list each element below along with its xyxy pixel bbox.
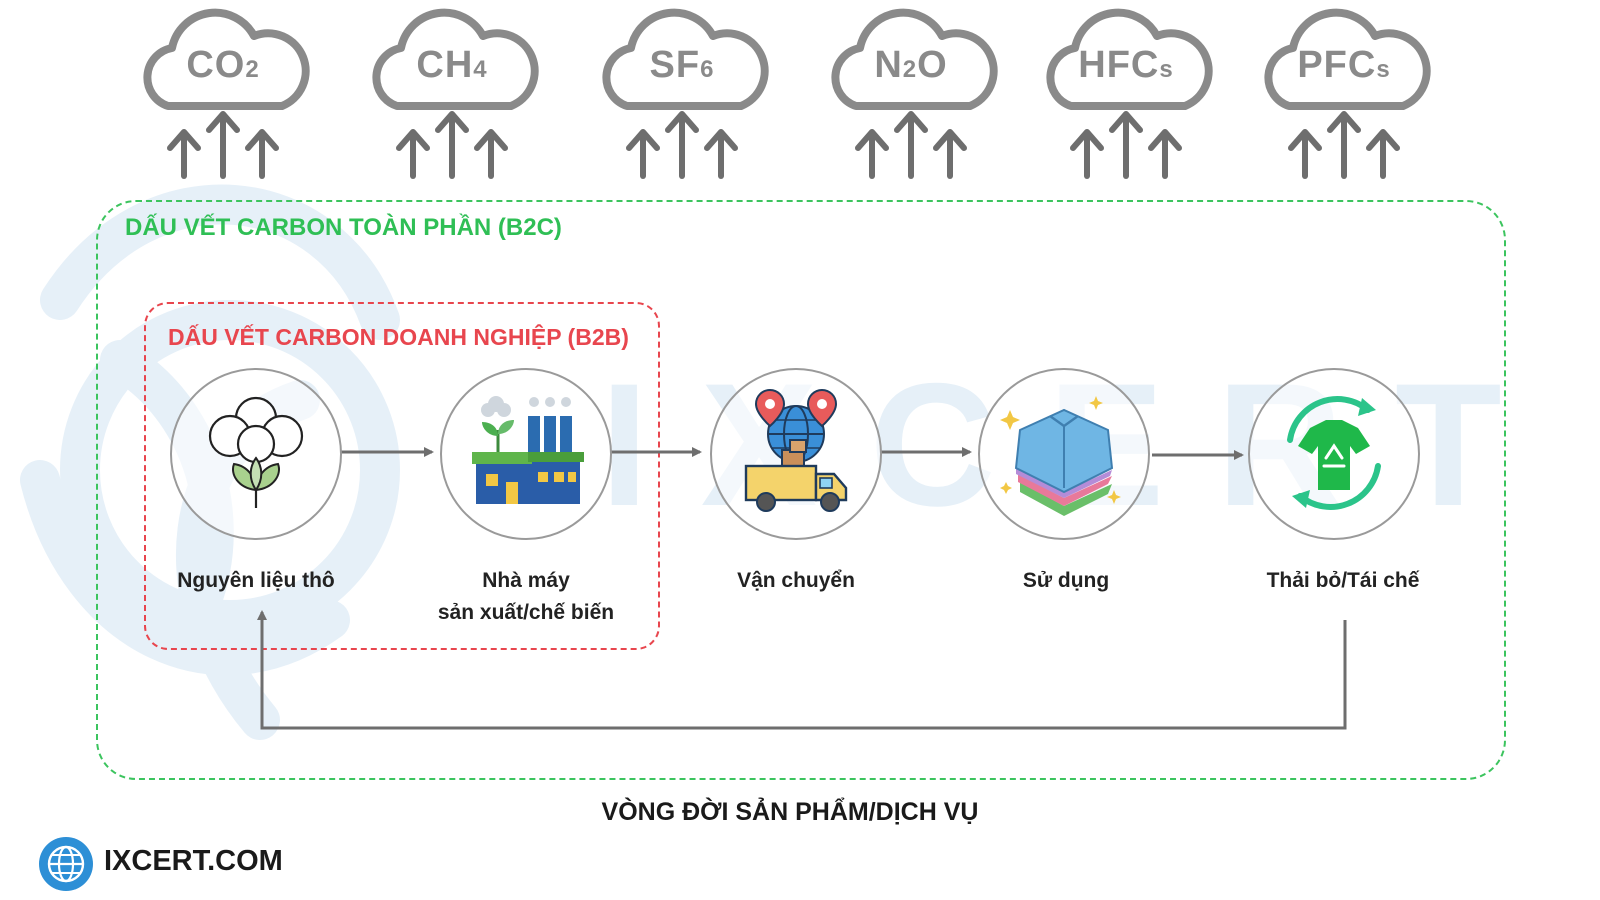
stage-use bbox=[978, 368, 1150, 540]
lifecycle-title: VÒNG ĐỜI SẢN PHẨM/DỊCH VỤ bbox=[601, 798, 979, 826]
cotton-plant-icon bbox=[208, 396, 304, 508]
cloud-arrows-icon bbox=[143, 8, 310, 179]
cloud-arrows-icon bbox=[602, 8, 769, 179]
stage-transport bbox=[710, 368, 882, 540]
gas-formula: CH4 bbox=[416, 44, 488, 86]
b2c-title: DẤU VẾT CARBON TOÀN PHẦN (B2C) bbox=[125, 214, 562, 241]
gas-formula: SF6 bbox=[649, 44, 715, 86]
folded-clothes-icon bbox=[1000, 396, 1121, 516]
factory-icon bbox=[472, 396, 584, 504]
stage-label-transport: Vận chuyển bbox=[737, 569, 855, 592]
cloud-arrows-icon bbox=[831, 8, 998, 179]
stage-raw-materials bbox=[170, 368, 342, 540]
stage-label-raw-materials: Nguyên liệu thô bbox=[177, 569, 335, 592]
gas-cloud-n2o: N2O bbox=[816, 8, 1006, 188]
gas-cloud-pfcs: PFCs bbox=[1249, 8, 1439, 188]
globe-icon bbox=[39, 837, 93, 891]
cloud-arrows-icon bbox=[1046, 8, 1213, 179]
recycle-tshirt-icon bbox=[1287, 396, 1381, 510]
b2b-title: DẤU VẾT CARBON DOANH NGHIỆP (B2B) bbox=[168, 324, 629, 350]
cloud-arrows-icon bbox=[372, 8, 539, 179]
gas-cloud-hfcs: HFCs bbox=[1031, 8, 1221, 188]
brand-text: IXCERT.COM bbox=[104, 845, 283, 877]
gas-cloud-co2: CO2 bbox=[128, 8, 318, 188]
stage-label-factory: Nhà máy sản xuất/chế biến bbox=[437, 569, 615, 624]
gas-formula: CO2 bbox=[186, 44, 260, 86]
stage-label-disposal: Thải bỏ/Tái chế bbox=[1266, 569, 1420, 592]
gas-formula: N2O bbox=[874, 44, 948, 86]
stage-disposal-recycle bbox=[1248, 368, 1420, 540]
cloud-arrows-icon bbox=[1264, 8, 1431, 179]
gas-cloud-sf6: SF6 bbox=[587, 8, 777, 188]
gas-formula: PFCs bbox=[1297, 44, 1391, 86]
gas-cloud-ch4: CH4 bbox=[357, 8, 547, 188]
delivery-truck-globe-icon bbox=[744, 389, 848, 512]
gas-formula: HFCs bbox=[1078, 44, 1174, 86]
b2c-boundary bbox=[96, 200, 1506, 780]
stage-label-use: Sử dụng bbox=[1022, 569, 1110, 592]
stage-factory bbox=[440, 368, 612, 540]
